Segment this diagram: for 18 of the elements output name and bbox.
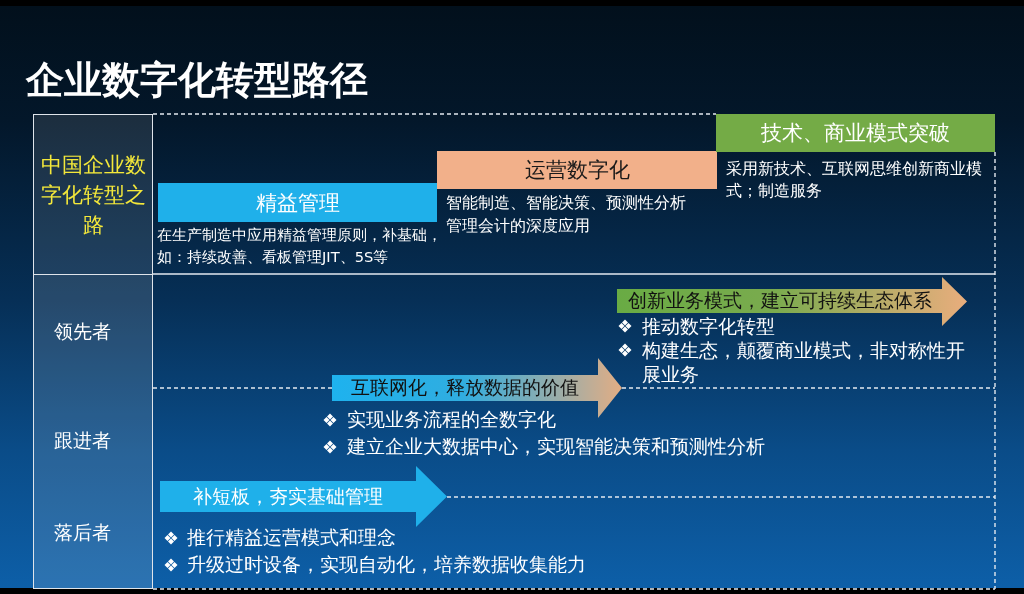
description-text: 采用新技术、互联网思维创新商业模式；制造服务 bbox=[726, 158, 983, 202]
step-box: 技术、商业模式突破 bbox=[716, 114, 995, 152]
label-column bbox=[33, 274, 153, 589]
bullet-text: 升级过时设备，实现自动化，培养数据收集能力 bbox=[187, 552, 586, 577]
description-text: 智能制造、智能决策、预测性分析 bbox=[446, 192, 686, 214]
description-text: 管理会计的深度应用 bbox=[446, 215, 590, 237]
description-text: 在生产制造中应用精益管理原则，补基础，如：持续改善、看板管理JIT、5S等 bbox=[157, 225, 442, 267]
bullet-text: 构建生态，颠覆商业模式，非对称性开展业务 bbox=[642, 338, 966, 386]
header-cell: 中国企业数字化转型之路 bbox=[33, 114, 153, 275]
row-label: 跟进者 bbox=[54, 428, 111, 453]
row-label: 落后者 bbox=[54, 520, 111, 545]
step-box: 精益管理 bbox=[158, 183, 437, 222]
bullet-text: 建立企业大数据中心，实现智能决策和预测性分析 bbox=[347, 434, 765, 459]
step-box: 运营数字化 bbox=[437, 151, 717, 189]
bullet-text: 推行精益运营模式和理念 bbox=[187, 525, 396, 550]
title: 企业数字化转型路径 bbox=[26, 57, 368, 104]
row-label: 领先者 bbox=[54, 319, 111, 344]
block-arrow: 补短板，夯实基础管理 bbox=[160, 466, 447, 527]
